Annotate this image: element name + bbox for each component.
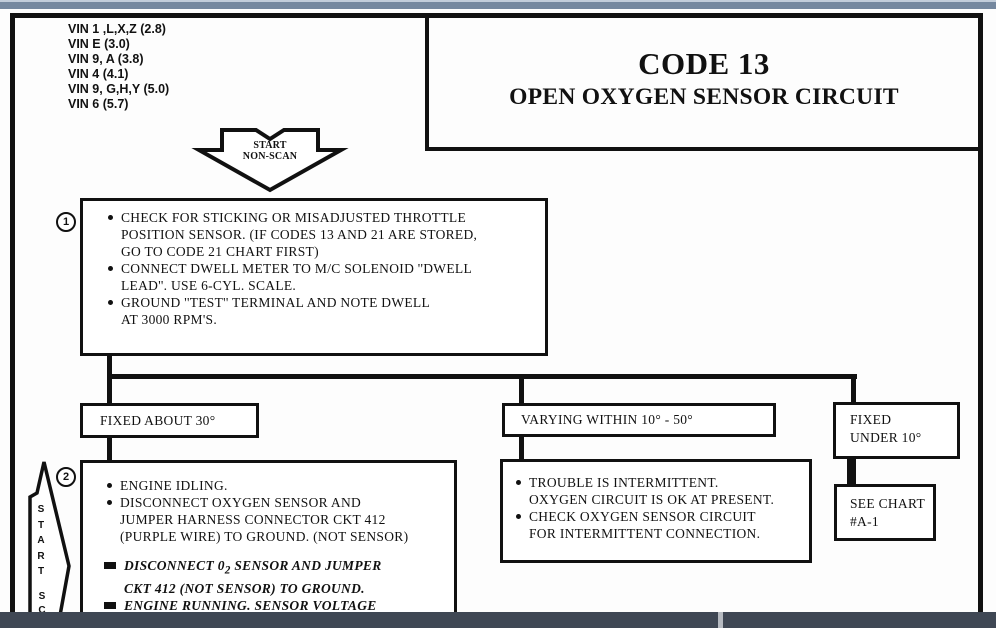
start-nonscan-arrow-icon	[191, 128, 349, 193]
connector-right-drop	[851, 379, 856, 403]
step2-box: ENGINE IDLING. DISCONNECT OXYGEN SENSOR …	[80, 460, 457, 628]
window-top-bar	[0, 0, 996, 9]
branch-label-fixed-under-10: FIXED UNDER 10°	[833, 402, 960, 459]
vin-line: VIN 9, A (3.8)	[68, 52, 144, 66]
branch-label-fixed-about-30: FIXED ABOUT 30°	[80, 403, 259, 438]
bullet-icon	[108, 215, 113, 220]
vin-line: VIN 9, G,H,Y (5.0)	[68, 82, 170, 96]
text-segment: SENSOR AND JUMPER	[230, 558, 382, 573]
step-text: OXYGEN CIRCUIT IS OK AT PRESENT.	[529, 492, 775, 507]
step-text: GO TO CODE 21 CHART FIRST)	[121, 244, 319, 259]
step-text: LEAD''. USE 6-CYL. SCALE.	[121, 278, 297, 293]
bottom-bar-divider	[718, 612, 723, 628]
step1-number-badge: 1	[56, 212, 76, 232]
connector-left-to-step2	[107, 438, 112, 460]
step-text: ENGINE RUNNING. SENSOR VOLTAGE	[124, 597, 377, 613]
vin-line: VIN 4 (4.1)	[68, 67, 129, 81]
text-segment: DISCONNECT 0	[124, 558, 225, 573]
bullet-icon	[516, 514, 521, 519]
step-text: DISCONNECT OXYGEN SENSOR AND	[120, 495, 362, 510]
bullet-icon	[108, 266, 113, 271]
square-bullet-icon	[104, 562, 116, 569]
see-chart-box: SEE CHART #A-1	[834, 484, 936, 541]
step2-item: ENGINE IDLING.	[107, 477, 448, 494]
step2-scan-item: DISCONNECT 02 SENSOR AND JUMPER CKT 412 …	[104, 557, 448, 597]
step-text: TROUBLE IS INTERMITTENT.	[529, 475, 719, 490]
connector-fixed-to-chart	[847, 459, 856, 484]
step1-box: CHECK FOR STICKING OR MISADJUSTED THROTT…	[80, 198, 548, 356]
step-text: (PURPLE WIRE) TO GROUND. (NOT SENSOR)	[120, 529, 409, 544]
start-scan-arrow-icon	[28, 461, 71, 628]
vin-line: VIN E (3.0)	[68, 37, 130, 51]
step-text: DISCONNECT 02 SENSOR AND JUMPER	[124, 557, 448, 580]
page-border-left	[10, 13, 15, 613]
step-text: AT 3000 RPM'S.	[121, 312, 218, 327]
start-scan-label-start: START	[37, 504, 45, 577]
branch-label-line: FIXED	[850, 412, 892, 427]
connector-middle-drop	[519, 379, 524, 403]
see-chart-line: SEE CHART	[850, 496, 926, 511]
bullet-icon	[108, 300, 113, 305]
bullet-icon	[107, 483, 112, 488]
step-text: GROUND ''TEST'' TERMINAL AND NOTE DWELL	[121, 295, 431, 310]
intermittent-item: TROUBLE IS INTERMITTENT. OXYGEN CIRCUIT …	[516, 474, 803, 508]
bullet-icon	[107, 500, 112, 505]
step1-item: GROUND ''TEST'' TERMINAL AND NOTE DWELL …	[108, 294, 537, 328]
step-text: FOR INTERMITTENT CONNECTION.	[529, 526, 761, 541]
vin-line: VIN 1 ,L,X,Z (2.8)	[68, 22, 166, 36]
branch-label-line: UNDER 10°	[850, 430, 922, 445]
vin-list: VIN 1 ,L,X,Z (2.8) VIN E (3.0) VIN 9, A …	[68, 22, 169, 112]
page-border-right	[978, 13, 983, 620]
bullet-icon	[516, 480, 521, 485]
connector-horizontal	[107, 374, 857, 379]
vin-line: VIN 6 (5.7)	[68, 97, 129, 111]
intermittent-box: TROUBLE IS INTERMITTENT. OXYGEN CIRCUIT …	[500, 459, 812, 563]
step1-item: CONNECT DWELL METER TO M/C SOLENOID ''DW…	[108, 260, 537, 294]
intermittent-item: CHECK OXYGEN SENSOR CIRCUIT FOR INTERMIT…	[516, 508, 803, 542]
title-box-bottom-border	[425, 147, 983, 151]
step-text: JUMPER HARNESS CONNECTOR CKT 412	[120, 512, 386, 527]
step2-item: DISCONNECT OXYGEN SENSOR AND JUMPER HARN…	[107, 494, 448, 545]
step-text: CHECK OXYGEN SENSOR CIRCUIT	[529, 509, 756, 524]
step-text: ENGINE IDLING.	[120, 478, 228, 493]
connector-step1-drop	[107, 355, 112, 403]
subscript-2: 2	[224, 564, 231, 577]
spacer	[107, 545, 448, 557]
branch-label-varying: VARYING WITHIN 10° - 50°	[502, 403, 776, 437]
connector-middle-to-box	[519, 436, 524, 460]
step-text: POSITION SENSOR. (IF CODES 13 AND 21 ARE…	[121, 227, 478, 242]
step-text: CKT 412 (NOT SENSOR) TO GROUND.	[124, 580, 365, 596]
step-text: CONNECT DWELL METER TO M/C SOLENOID ''DW…	[121, 261, 472, 276]
step1-item: CHECK FOR STICKING OR MISADJUSTED THROTT…	[108, 209, 537, 260]
page-subtitle: OPEN OXYGEN SENSOR CIRCUIT	[509, 84, 899, 110]
page-border-top	[10, 13, 983, 18]
step2-number-badge: 2	[56, 467, 76, 487]
window-bottom-bar	[0, 612, 996, 628]
square-bullet-icon	[104, 601, 116, 609]
start-nonscan-label-1: START	[253, 140, 287, 151]
title-box: CODE 13 OPEN OXYGEN SENSOR CIRCUIT	[429, 46, 979, 112]
page-title: CODE 13	[638, 46, 770, 81]
step-text: CHECK FOR STICKING OR MISADJUSTED THROTT…	[121, 210, 466, 225]
title-box-left-border	[425, 18, 429, 151]
start-nonscan-label-2: NON-SCAN	[242, 151, 298, 162]
see-chart-line: #A-1	[850, 514, 879, 529]
